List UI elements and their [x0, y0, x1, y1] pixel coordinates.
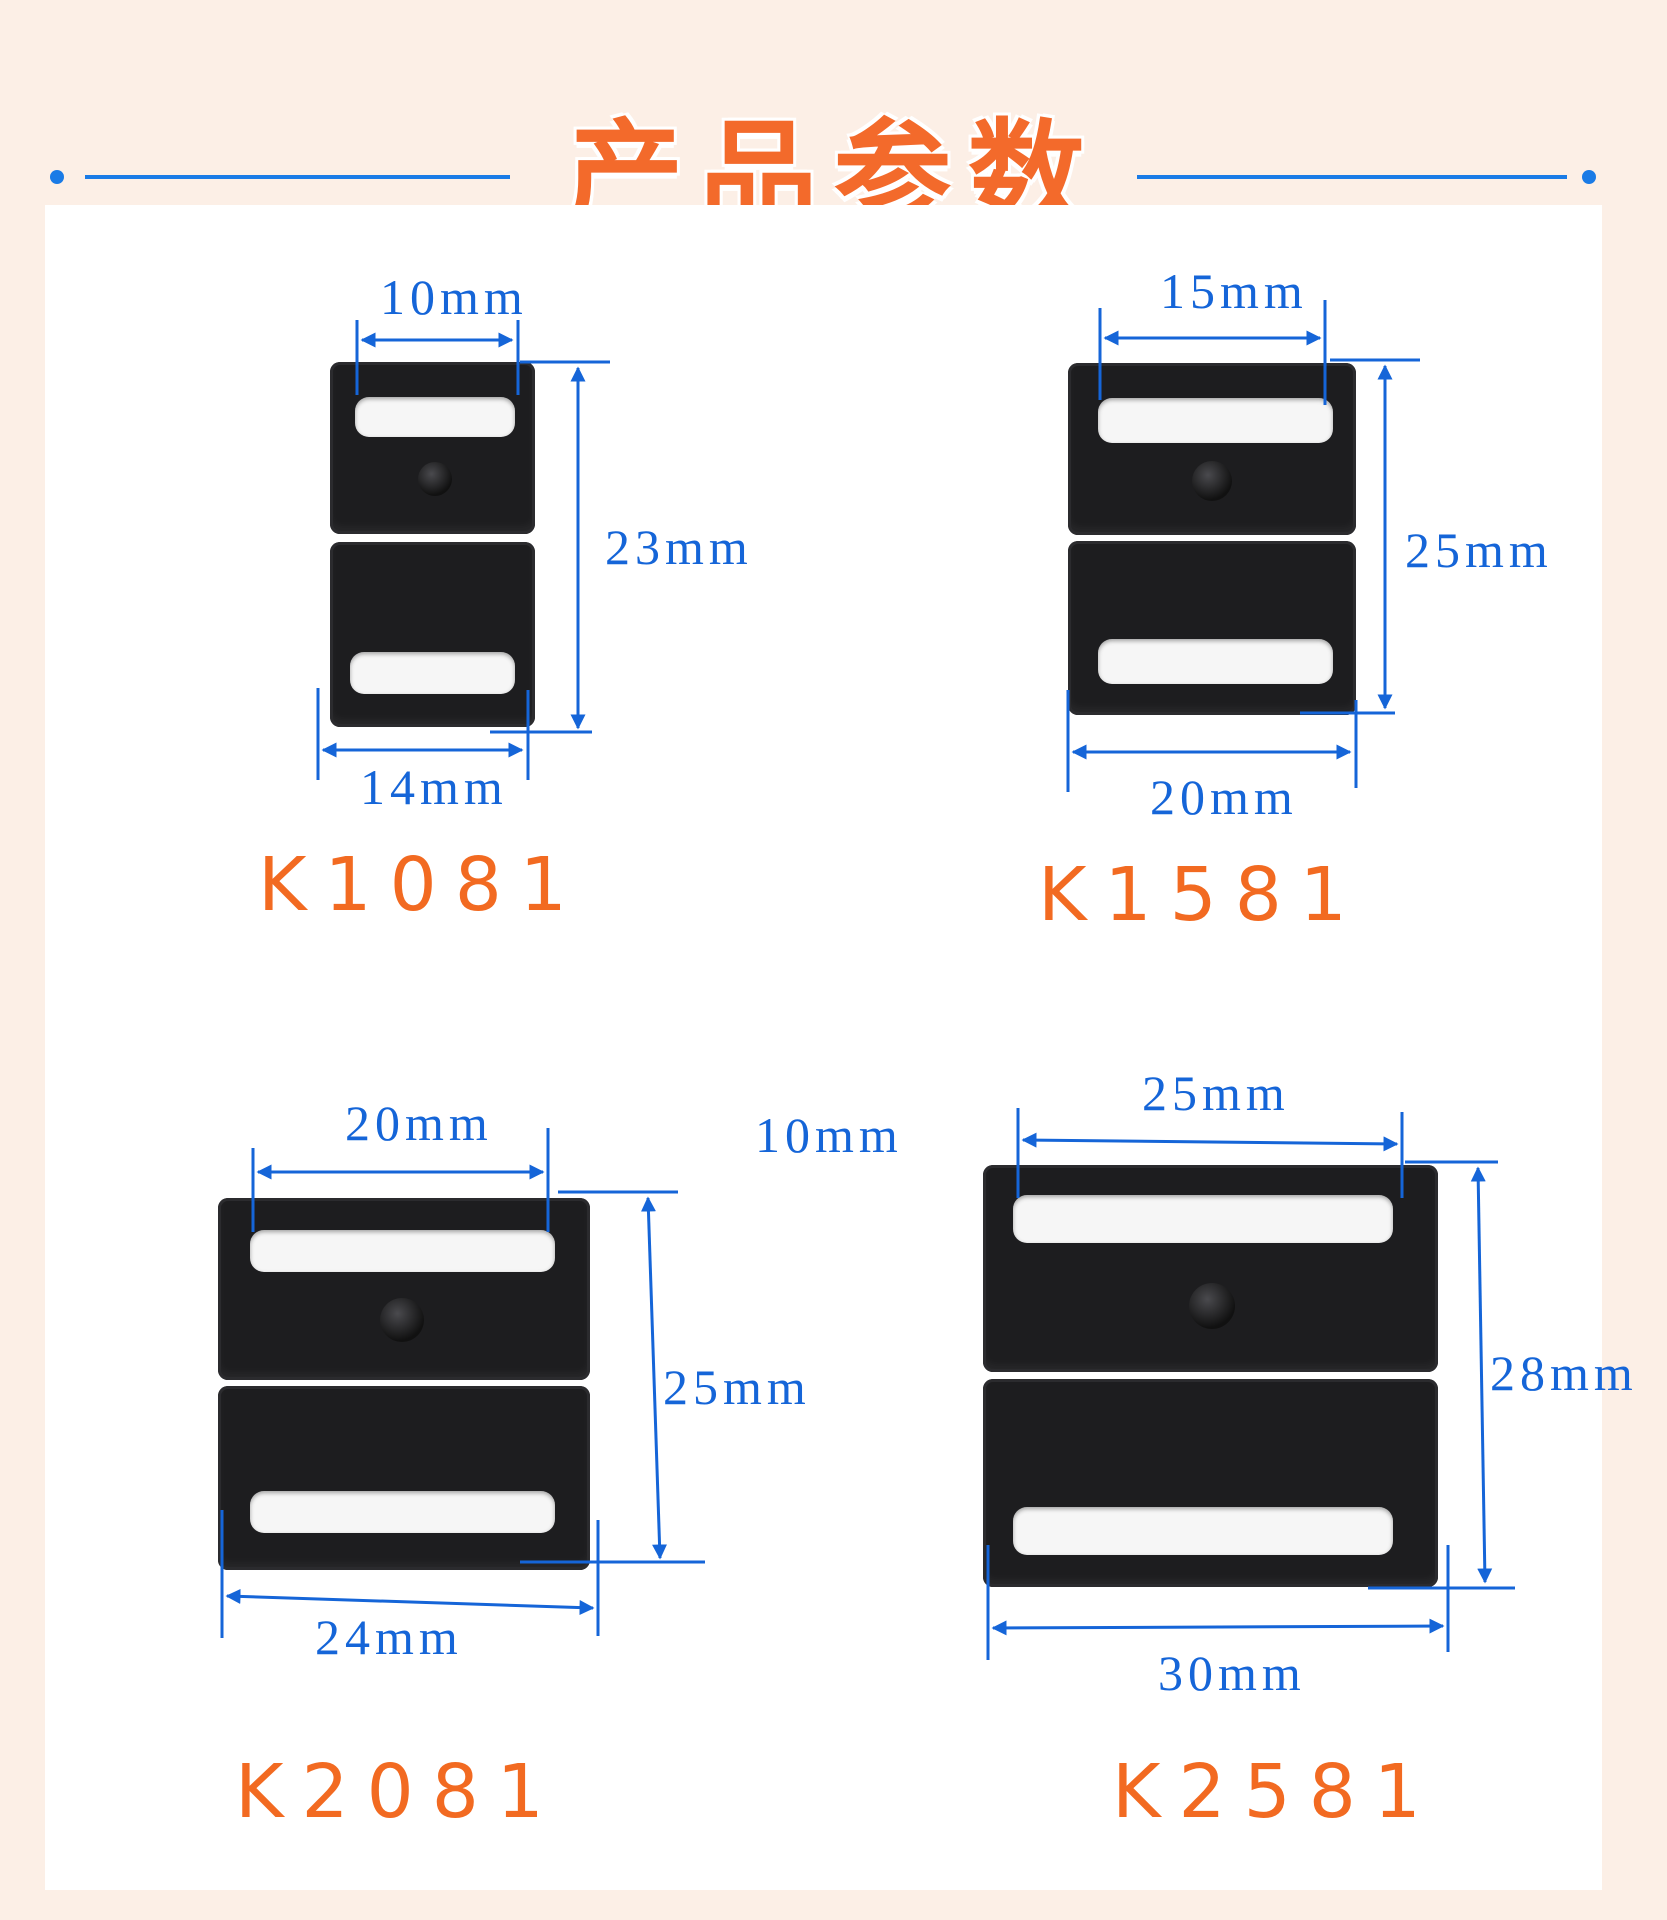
- buckle-slot: [1098, 398, 1333, 443]
- model-code: K2081: [235, 1749, 562, 1835]
- buckle-image: [218, 1198, 590, 1570]
- dimension-extra-label: 10mm: [755, 1107, 903, 1163]
- buckle-rivet: [418, 462, 452, 496]
- buckle-image: [330, 362, 535, 727]
- buckle-slot: [1098, 639, 1333, 684]
- buckle-top-half: [983, 1165, 1438, 1372]
- header-right-dot: [1582, 170, 1596, 184]
- model-code: K2581: [1112, 1749, 1439, 1835]
- buckle-bottom-half: [330, 542, 535, 727]
- dimension-height: 25mm: [663, 1359, 811, 1415]
- header-right-line: [1137, 175, 1567, 179]
- buckle-slot: [250, 1230, 555, 1272]
- dimension-inner-width: 25mm: [1142, 1065, 1290, 1121]
- content-panel: [45, 205, 1602, 1890]
- dimension-outer-width: 20mm: [1150, 769, 1298, 825]
- buckle-rivet: [380, 1298, 424, 1342]
- buckle-slot: [1013, 1507, 1393, 1555]
- model-code: K1581: [1038, 852, 1365, 938]
- buckle-image: [983, 1165, 1438, 1587]
- dimension-inner-width: 20mm: [345, 1095, 493, 1151]
- dimension-height: 28mm: [1490, 1345, 1638, 1401]
- model-code: K1081: [258, 842, 585, 928]
- buckle-bottom-half: [218, 1386, 590, 1570]
- buckle-bottom-half: [1068, 541, 1356, 715]
- buckle-rivet: [1192, 461, 1232, 501]
- buckle-slot: [250, 1491, 555, 1533]
- buckle-top-half: [1068, 363, 1356, 535]
- header: 产品参数: [0, 0, 1667, 245]
- dimension-height: 23mm: [605, 519, 753, 575]
- buckle-slot: [1013, 1195, 1393, 1243]
- buckle-top-half: [218, 1198, 590, 1380]
- dimension-inner-width: 15mm: [1160, 263, 1308, 319]
- buckle-slot: [355, 397, 515, 437]
- header-left-line: [85, 175, 510, 179]
- buckle-top-half: [330, 362, 535, 534]
- buckle-rivet: [1189, 1283, 1235, 1329]
- header-left-dot: [50, 170, 64, 184]
- dimension-height: 25mm: [1405, 522, 1553, 578]
- dimension-outer-width: 14mm: [360, 759, 508, 815]
- buckle-slot: [350, 652, 515, 694]
- buckle-image: [1068, 363, 1356, 715]
- dimension-outer-width: 30mm: [1158, 1645, 1306, 1701]
- dimension-outer-width: 24mm: [315, 1609, 463, 1665]
- dimension-inner-width: 10mm: [380, 269, 528, 325]
- buckle-bottom-half: [983, 1379, 1438, 1587]
